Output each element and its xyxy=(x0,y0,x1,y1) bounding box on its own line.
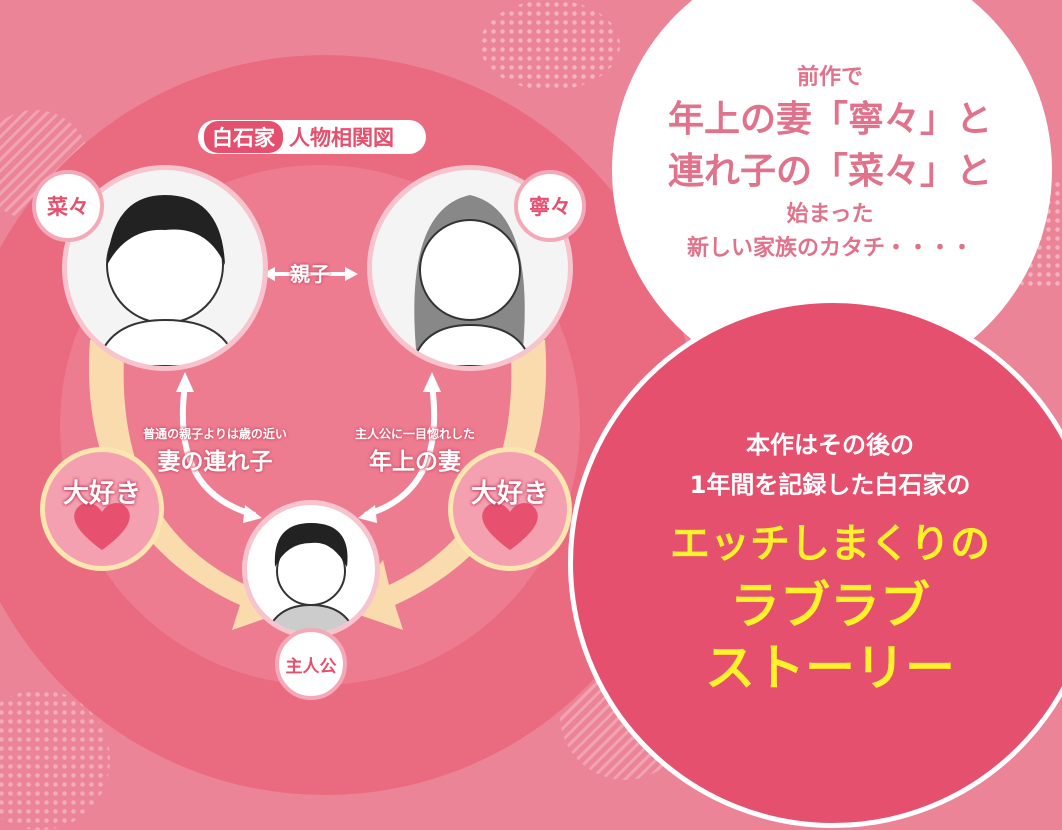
pitch-highlight: エッチしまくりの xyxy=(670,521,990,567)
chart-title: 白石家 人物相関図 xyxy=(198,120,426,154)
nana-name: 菜々 xyxy=(47,195,89,219)
intro-text: 前作で 年上の妻「寧々」と 連れ子の「菜々」と 始まった 新しい家族のカタチ・・… xyxy=(630,62,1030,266)
nene-role: 年上の妻 xyxy=(369,449,461,475)
intro-line: 連れ子の「菜々」と xyxy=(667,151,992,192)
pitch-text: 本作はその後の 1年間を記録した白石家の エッチしまくりの ラブラブ ストーリー xyxy=(600,425,1060,699)
nana-subtitle: 普通の親子よりは歳の近い xyxy=(143,427,287,441)
arrow-nene-protagonist xyxy=(364,384,438,518)
love-label: 大好き xyxy=(470,479,549,509)
pitch-line: 1年間を記録した白石家の xyxy=(689,471,971,499)
nana-role: 妻の連れ子 xyxy=(157,449,273,475)
heart-icon xyxy=(482,502,538,550)
protagonist-name: 主人公 xyxy=(285,656,337,677)
nene-name-badge: 寧々 xyxy=(514,170,586,242)
pitch-line: 本作はその後の xyxy=(746,431,914,459)
love-label: 大好き xyxy=(62,479,141,509)
nene-subtitle: 主人公に一目惚れした xyxy=(354,427,475,441)
nene-description: 主人公に一目惚れした 年上の妻 xyxy=(335,425,495,476)
protagonist-portrait xyxy=(242,500,380,638)
intro-line: 前作で xyxy=(796,65,863,90)
nene-portrait xyxy=(367,165,573,371)
intro-line: 年上の妻「寧々」と xyxy=(667,99,992,140)
nana-description: 普通の親子よりは歳の近い 妻の連れ子 xyxy=(130,425,300,476)
nene-name: 寧々 xyxy=(529,195,571,219)
intro-line: 新しい家族のカタチ・・・・ xyxy=(686,236,973,261)
nana-name-badge: 菜々 xyxy=(32,170,104,242)
protagonist-name-badge: 主人公 xyxy=(275,628,347,700)
love-badge-right: 大好き xyxy=(448,447,572,571)
arrow-nana-protagonist xyxy=(179,384,256,518)
parent-child-label: 親子 xyxy=(290,262,330,286)
pitch-highlight: ストーリー xyxy=(705,639,955,697)
chart-title-label: 人物相関図 xyxy=(289,126,394,150)
decor-dots xyxy=(480,0,620,90)
pitch-highlight: ラブラブ xyxy=(730,577,930,635)
heart-icon xyxy=(74,502,130,550)
pitch-circle xyxy=(568,298,1062,828)
intro-line: 始まった xyxy=(786,202,874,227)
love-badge-left: 大好き xyxy=(40,447,164,571)
family-name: 白石家 xyxy=(204,121,283,153)
